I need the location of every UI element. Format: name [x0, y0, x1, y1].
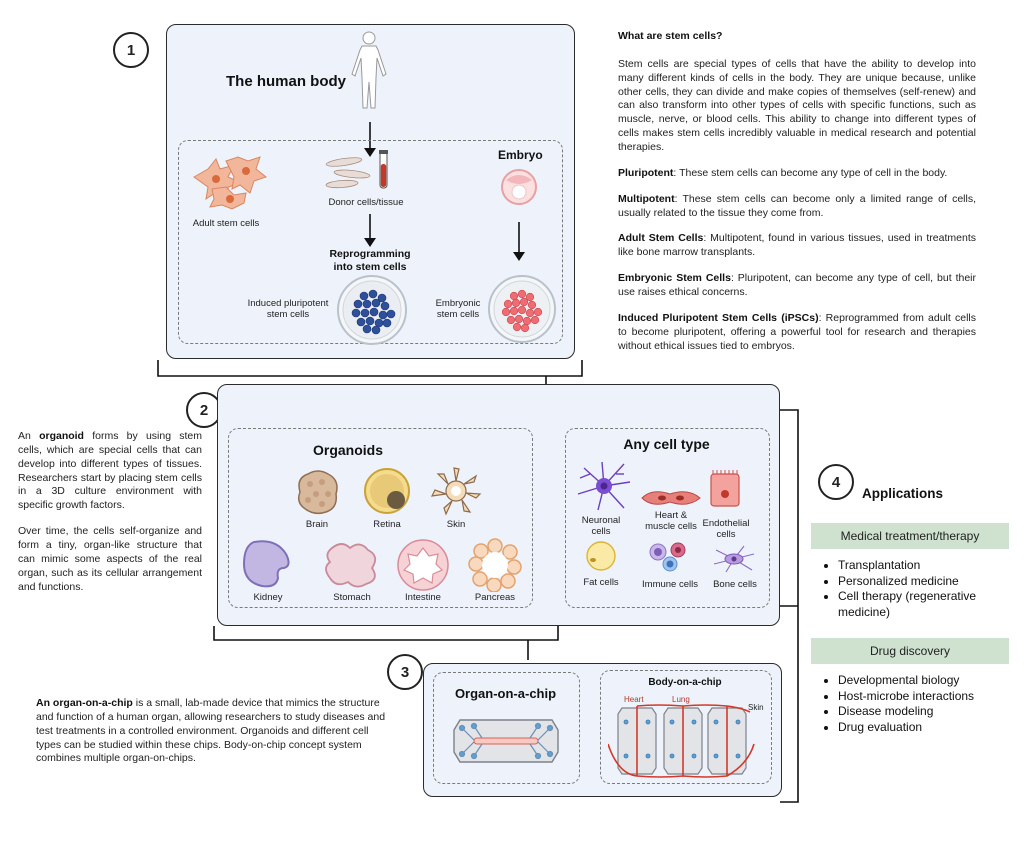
embryonic-dish-icon [488, 275, 556, 343]
organoid-paragraph-2: Over time, the cells self-organize and f… [18, 525, 202, 593]
donor-cells-label: Donor cells/tissue [328, 197, 404, 208]
fat-cell-icon [586, 541, 616, 571]
list-item: Drug evaluation [838, 720, 1018, 736]
any-cell-type-title: Any cell type [623, 436, 710, 452]
organoid-paragraph-1: An organoid forms by using stem cells, w… [18, 430, 202, 512]
stomach-label: Stomach [333, 592, 371, 603]
embryo-icon [501, 169, 537, 205]
medical-treatment-list: Transplantation Personalized medicine Ce… [822, 558, 1018, 620]
lung-chip-label: Lung [672, 695, 690, 704]
organ-on-chip-title: Organ-on-a-chip [454, 686, 557, 701]
endothelial-cells-icon [710, 470, 740, 507]
pancreas-label: Pancreas [474, 592, 516, 603]
stomach-organoid-icon [325, 543, 377, 588]
immune-cells-icon [649, 542, 686, 572]
body-on-chip-box [600, 670, 772, 784]
bracket-connector [213, 626, 559, 660]
body-chip-icon [608, 704, 755, 778]
list-item: Disease modeling [838, 704, 1018, 720]
organoids-box [228, 428, 533, 608]
list-item: Cell therapy (regenerative medicine) [838, 589, 1018, 620]
step-number-4: 4 [818, 464, 854, 500]
organ-on-chip-box [433, 672, 580, 784]
intestine-label: Intestine [405, 592, 441, 603]
step-number-3: 3 [387, 654, 423, 690]
immune-cells-label: Immune cells [642, 579, 698, 590]
human-body-label: The human body [226, 73, 346, 90]
human-body-icon [351, 31, 387, 109]
arrow-down-icon [364, 122, 376, 157]
pancreas-organoid-icon [468, 538, 522, 592]
drug-discovery-list: Developmental biology Host-microbe inter… [822, 673, 1018, 735]
applications-title: Applications [862, 486, 944, 501]
bracket-connector [780, 409, 799, 803]
stem-cell-definitions: What are stem cells? Stem cells are spec… [618, 30, 976, 365]
ipsc-dish-icon [337, 275, 407, 345]
adult-stem-cells-icon [193, 156, 268, 210]
heart-muscle-cells-icon [641, 491, 701, 505]
ipsc-definition: Induced Pluripotent Stem Cells (iPSCs): … [618, 311, 976, 352]
list-item: Host-microbe interactions [838, 689, 1018, 705]
organ-chip-icon [453, 719, 559, 763]
body-on-chip-title: Body-on-a-chip [648, 677, 722, 688]
brain-label: Brain [305, 519, 329, 530]
kidney-label: Kidney [253, 592, 283, 603]
retina-label: Retina [373, 519, 401, 530]
skin-organoid-icon [430, 467, 482, 516]
brain-organoid-icon [297, 470, 338, 515]
organoid-description: An organoid forms by using stem cells, w… [18, 430, 202, 606]
adult-stem-cells-label: Adult stem cells [192, 218, 260, 229]
drug-discovery-header: Drug discovery [811, 638, 1009, 664]
embryonic-stem-definition: Embryonic Stem Cells: Pluripotent, can b… [618, 272, 976, 299]
fat-cells-label: Fat cells [583, 577, 619, 588]
donor-tissue-icon [325, 150, 388, 189]
intestine-organoid-icon [397, 539, 449, 591]
list-item: Developmental biology [838, 673, 1018, 689]
heart-muscle-cells-label: Heart &muscle cells [645, 510, 697, 533]
arrow-down-icon [513, 222, 525, 261]
list-item: Transplantation [838, 558, 1018, 574]
organoids-title: Organoids [312, 442, 383, 458]
bone-cells-icon [713, 545, 755, 573]
stem-cells-heading: What are stem cells? [618, 30, 723, 42]
multipotent-definition: Multipotent: These stem cells can become… [618, 192, 976, 219]
skin-chip-label: Skin [748, 703, 764, 712]
organ-on-chip-description: An organ-on-a-chip is a small, lab-made … [36, 697, 386, 765]
adult-stem-definition: Adult Stem Cells: Multipotent, found in … [618, 232, 976, 259]
skin-organoid-label: Skin [446, 519, 466, 530]
any-cell-type-box [565, 428, 770, 608]
heart-chip-label: Heart [624, 695, 644, 704]
arrow-down-icon [364, 214, 376, 247]
pluripotent-definition: Pluripotent: These stem cells can become… [618, 166, 948, 179]
neuron-icon [577, 461, 631, 511]
bone-cells-label: Bone cells [713, 579, 757, 590]
medical-treatment-header: Medical treatment/therapy [811, 523, 1009, 549]
retina-organoid-icon [364, 468, 410, 514]
step-number-1: 1 [113, 32, 149, 68]
kidney-organoid-icon [242, 540, 290, 588]
stem-cells-intro: Stem cells are special types of cells th… [618, 57, 976, 154]
list-item: Personalized medicine [838, 574, 1018, 590]
embryo-label: Embryo [498, 148, 543, 162]
